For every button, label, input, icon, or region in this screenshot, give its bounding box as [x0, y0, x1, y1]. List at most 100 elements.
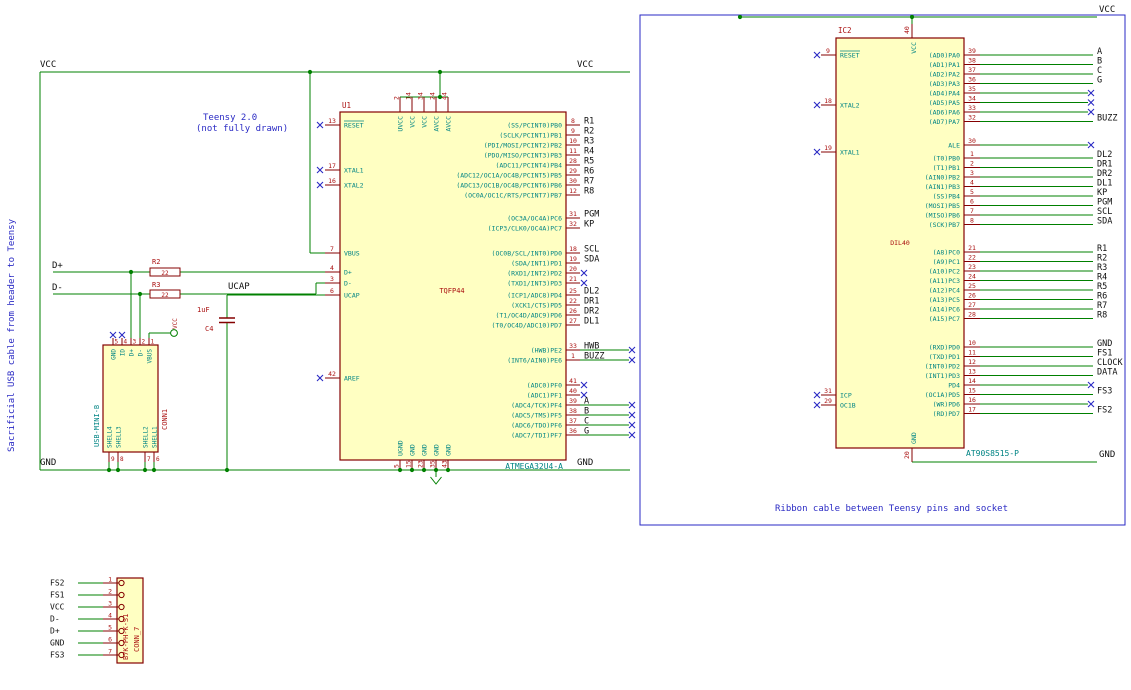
- pin-number: 3: [108, 600, 112, 608]
- pin-number: 7: [147, 456, 151, 463]
- net-label-vcc-socket: VCC: [1099, 5, 1116, 15]
- vcc-power-symbol: [170, 329, 178, 337]
- net-label: R2: [584, 127, 594, 137]
- pin-number: 44: [441, 92, 449, 100]
- pin-number: 11: [569, 147, 577, 155]
- pin-number: 40: [569, 387, 577, 395]
- net-label: FS1: [50, 591, 65, 600]
- pin-number: 36: [569, 427, 577, 435]
- net-label: CLOCK: [1097, 358, 1123, 368]
- junction-dot: [142, 467, 148, 473]
- pin-name: RESET: [344, 122, 364, 130]
- pin-number: 19: [569, 255, 577, 263]
- junction-dot: [128, 269, 134, 275]
- pin-name: (WR)PD6: [933, 401, 960, 409]
- wire: [580, 279, 588, 287]
- net-label: DR2: [584, 307, 599, 317]
- pin-number: 18: [569, 245, 577, 253]
- net-label: C: [584, 417, 589, 427]
- pin-name: SHELL4: [107, 426, 114, 448]
- pin-name: (ADC1)PF1: [527, 392, 562, 400]
- note-teensy-line2: (not fully drawn): [196, 124, 289, 134]
- pin-name: (INT6/AIN0)PE6: [507, 357, 562, 365]
- pin-circle: [118, 591, 125, 599]
- pin-name: XTAL1: [840, 149, 860, 157]
- power-label: VCC: [172, 318, 179, 329]
- ribbon-cable-frame: [639, 14, 1126, 526]
- net-label-vcc-left: VCC: [40, 60, 57, 70]
- pin-number: 10: [968, 339, 976, 347]
- pin-name: (ICP3/CLK0/OC4A)PC7: [488, 225, 562, 233]
- net-label: SCL: [1097, 207, 1112, 217]
- net-label: R2: [1097, 254, 1107, 264]
- pin-circle: [118, 639, 125, 647]
- pin-number: 6: [970, 198, 974, 206]
- pin-number: 36: [968, 76, 976, 84]
- u1-ref: U1: [342, 101, 351, 110]
- pin-name: (AD0)PA0: [929, 52, 960, 60]
- pin-name: (SS/PCINT0)PB0: [507, 122, 562, 130]
- pin-circle: [118, 651, 125, 659]
- pin-name: (AD3)PA3: [929, 80, 960, 88]
- net-label: DR1: [1097, 160, 1112, 170]
- pin-name: (ADC0)PF0: [527, 382, 562, 390]
- pin-name: VBUS: [344, 250, 360, 258]
- pin-circle: [118, 579, 125, 587]
- pin-name: (SCK)PB7: [929, 221, 960, 229]
- junction-dot: [106, 467, 112, 473]
- pin-number: 30: [569, 177, 577, 185]
- pin-name: (ADC12/OC1A/OC4B/PCINT5)PB5: [456, 172, 562, 180]
- pin-number: 14: [405, 92, 413, 100]
- net-label-gnd-left: GND: [40, 458, 57, 468]
- pin-number: 5: [393, 464, 401, 468]
- pin-name: UGND: [397, 440, 405, 456]
- pin-number: 16: [968, 396, 976, 404]
- net-label: SCL: [584, 245, 599, 255]
- pin-number: 31: [569, 210, 577, 218]
- pin-number: 42: [328, 370, 336, 378]
- c4-value: 1uF: [197, 306, 210, 314]
- pin-name: VCC: [409, 116, 417, 128]
- junction-dot: [437, 94, 443, 100]
- pin-name: XTAL1: [344, 167, 364, 175]
- pin-name: ICP: [840, 392, 852, 400]
- wire: [628, 346, 636, 354]
- pin-number: 30: [968, 137, 976, 145]
- pin-name: GND: [433, 444, 441, 456]
- pin-number: 38: [968, 57, 976, 65]
- pin-name: (AD4)PA4: [929, 90, 960, 98]
- pin-number: 29: [824, 397, 832, 405]
- pin-circle: [118, 603, 125, 611]
- net-label: GND: [50, 639, 65, 648]
- junction-dot: [307, 69, 313, 75]
- pin-number: 32: [968, 114, 976, 122]
- pin-number: 15: [968, 387, 976, 395]
- pin-number: 37: [569, 417, 577, 425]
- net-label: FS3: [50, 651, 65, 660]
- pin-number: 37: [968, 66, 976, 74]
- net-label: R8: [584, 187, 594, 197]
- pin-number: 27: [569, 317, 577, 325]
- pin-number: 1: [108, 576, 112, 584]
- net-label-gnd-right: GND: [577, 458, 594, 468]
- net-label: FS3: [1097, 387, 1112, 397]
- pin-number: 8: [970, 217, 974, 225]
- pin-number: 1: [571, 352, 575, 360]
- pin-name: (AD1)PA1: [929, 61, 960, 69]
- pin-number: 12: [968, 358, 976, 366]
- net-label: HWB: [584, 342, 599, 352]
- net-label: DL1: [1097, 179, 1112, 189]
- junction-dot: [151, 467, 157, 473]
- pin-name: (AD6)PA6: [929, 109, 960, 117]
- wire: [1087, 400, 1095, 408]
- wire: [628, 411, 636, 419]
- net-label: R1: [584, 117, 594, 127]
- r3-body: [149, 289, 181, 299]
- net-label: C: [1097, 66, 1102, 76]
- conn7-ref: CONN_7: [133, 627, 141, 652]
- pin-name: AVCC: [445, 116, 453, 132]
- pin-number: 13: [328, 117, 336, 125]
- junction-dot: [137, 291, 143, 297]
- net-label-gnd-socket: GND: [1099, 450, 1116, 460]
- net-label: DL2: [584, 287, 599, 297]
